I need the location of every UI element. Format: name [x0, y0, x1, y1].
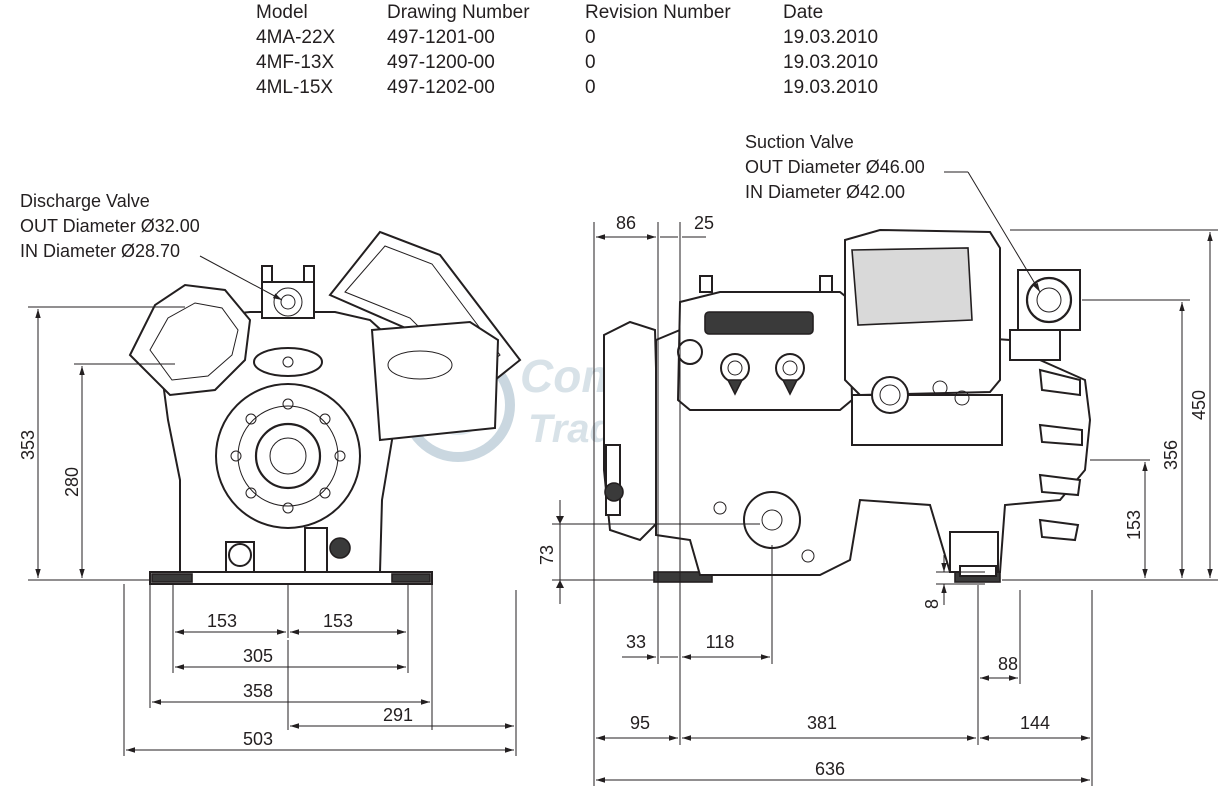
- table-date-column: Date 19.03.2010 19.03.2010 19.03.2010: [783, 0, 878, 100]
- table-cell: 19.03.2010: [783, 77, 879, 98]
- dim-381: 381: [807, 713, 837, 733]
- dim-291: 291: [383, 705, 413, 725]
- copeland-badge: [704, 311, 814, 335]
- dim-153-side: 153: [1124, 510, 1144, 540]
- front-discharge-valve: [261, 281, 315, 319]
- dim-450: 450: [1189, 390, 1209, 420]
- dim-25: 25: [694, 213, 714, 233]
- suction-in-diameter: IN Diameter Ø42.00: [745, 182, 906, 202]
- table-drawing-column: Drawing Number 497-1201-00 497-1200-00 4…: [387, 0, 530, 100]
- front-view-compressor: [128, 230, 522, 585]
- discharge-valve-title: Discharge Valve: [20, 191, 150, 211]
- dim-88: 88: [998, 654, 1018, 674]
- side-bottom-flange: [743, 491, 801, 549]
- table-header-drawing-number: Drawing Number: [387, 2, 530, 23]
- front-terminal-cover: [370, 320, 500, 442]
- dim-153-left: 153: [207, 611, 237, 631]
- suction-valve-label: Suction Valve OUT Diameter Ø46.00 IN Dia…: [745, 130, 925, 205]
- dim-503: 503: [243, 729, 273, 749]
- discharge-out-diameter: OUT Diameter Ø32.00: [20, 216, 200, 236]
- front-bearing-housing: [215, 383, 361, 529]
- table-cell: 4ML-15X: [256, 77, 334, 98]
- dim-33: 33: [626, 632, 646, 652]
- dim-95: 95: [630, 713, 650, 733]
- table-revision-column: Revision Number 0 0 0: [585, 0, 731, 100]
- table-cell: 0: [585, 27, 596, 48]
- suction-out-diameter: OUT Diameter Ø46.00: [745, 157, 925, 177]
- discharge-in-diameter: IN Diameter Ø28.70: [20, 241, 181, 261]
- table-cell: 497-1200-00: [387, 52, 495, 73]
- dim-353: 353: [18, 430, 38, 460]
- dim-356: 356: [1161, 440, 1181, 470]
- dim-73: 73: [537, 545, 557, 565]
- dim-358: 358: [243, 681, 273, 701]
- table-header-revision-number: Revision Number: [585, 2, 731, 23]
- side-cylinder-head: [676, 291, 854, 411]
- side-view-compressor: [603, 228, 1092, 583]
- table-cell: 0: [585, 77, 596, 98]
- side-dimensions: 86 25 73 33 118 95 381 144 636: [537, 171, 1218, 786]
- dim-118: 118: [706, 632, 735, 652]
- front-left-head: [128, 283, 252, 397]
- front-dimensions: 353 280 153 153 305 358 291 503: [18, 255, 517, 756]
- dim-636: 636: [815, 759, 845, 779]
- dim-280: 280: [62, 467, 82, 497]
- table-cell: 4MA-22X: [256, 27, 336, 48]
- table-cell: 4MF-13X: [256, 52, 335, 73]
- suction-valve-title: Suction Valve: [745, 132, 854, 152]
- dim-86: 86: [616, 213, 636, 233]
- dim-305: 305: [243, 646, 273, 666]
- dim-144: 144: [1020, 713, 1050, 733]
- dim-153-right: 153: [323, 611, 353, 631]
- discharge-valve-label: Discharge Valve OUT Diameter Ø32.00 IN D…: [20, 189, 200, 264]
- table-header-date: Date: [783, 2, 824, 23]
- front-sight-glass: [329, 537, 351, 559]
- table-cell: 497-1202-00: [387, 77, 495, 98]
- table-cell: 19.03.2010: [783, 52, 879, 73]
- table-cell: 19.03.2010: [783, 27, 879, 48]
- dim-8: 8: [922, 599, 942, 609]
- table-cell: 497-1201-00: [387, 27, 495, 48]
- table-model-column: Model 4MA-22X 4MF-13X 4ML-15X: [256, 0, 335, 100]
- table-cell: 0: [585, 52, 596, 73]
- table-header-model: Model: [256, 2, 308, 23]
